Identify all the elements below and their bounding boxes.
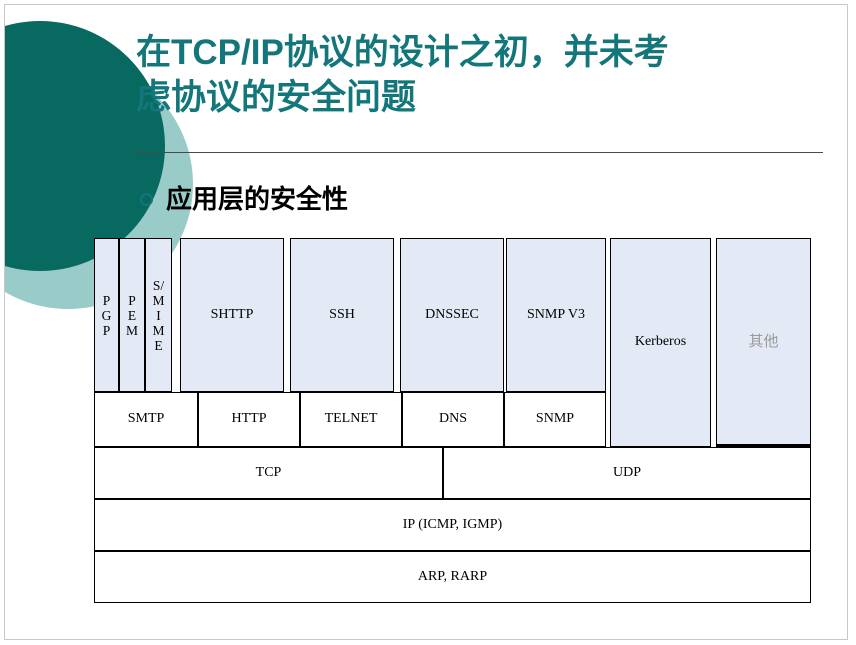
cell-smtp: SMTP xyxy=(94,392,198,447)
cell-ssh: SSH xyxy=(290,238,394,392)
page-title: 在TCP/IP协议的设计之初，并未考 虑协议的安全问题 xyxy=(136,30,826,120)
decorative-circles xyxy=(5,5,847,639)
cell-tcp: TCP xyxy=(94,447,443,499)
cell-shttp: SHTTP xyxy=(180,238,284,392)
cell-http: HTTP xyxy=(198,392,300,447)
cell-arp-rarp: ARP, RARP xyxy=(94,551,811,603)
cell-ip: IP (ICMP, IGMP) xyxy=(94,499,811,551)
bullet-item-label: 应用层的安全性 xyxy=(166,184,349,214)
title-divider xyxy=(133,152,823,153)
page-title-line-2: 虑协议的安全问题 xyxy=(136,78,417,117)
cell-pem: P E M xyxy=(119,238,145,392)
protocol-stack-diagram: P G P P E M S/ M I M E SHTTP SSH DNSSEC … xyxy=(94,238,811,603)
cell-other: 其他 xyxy=(716,238,811,447)
cell-smime: S/ M I M E xyxy=(145,238,172,392)
cell-pgp: P G P xyxy=(94,238,119,392)
bullet-item: 应用层的安全性 xyxy=(140,184,348,214)
hollow-circle-icon xyxy=(140,192,153,206)
cell-dns: DNS xyxy=(402,392,504,447)
cell-kerberos: Kerberos xyxy=(610,238,711,447)
cell-udp: UDP xyxy=(443,447,811,499)
cell-telnet: TELNET xyxy=(300,392,402,447)
cell-snmp-v3: SNMP V3 xyxy=(506,238,606,392)
page-title-line-1: 在TCP/IP协议的设计之初，并未考 xyxy=(136,33,669,72)
cell-dnssec: DNSSEC xyxy=(400,238,504,392)
cell-snmp: SNMP xyxy=(504,392,606,447)
